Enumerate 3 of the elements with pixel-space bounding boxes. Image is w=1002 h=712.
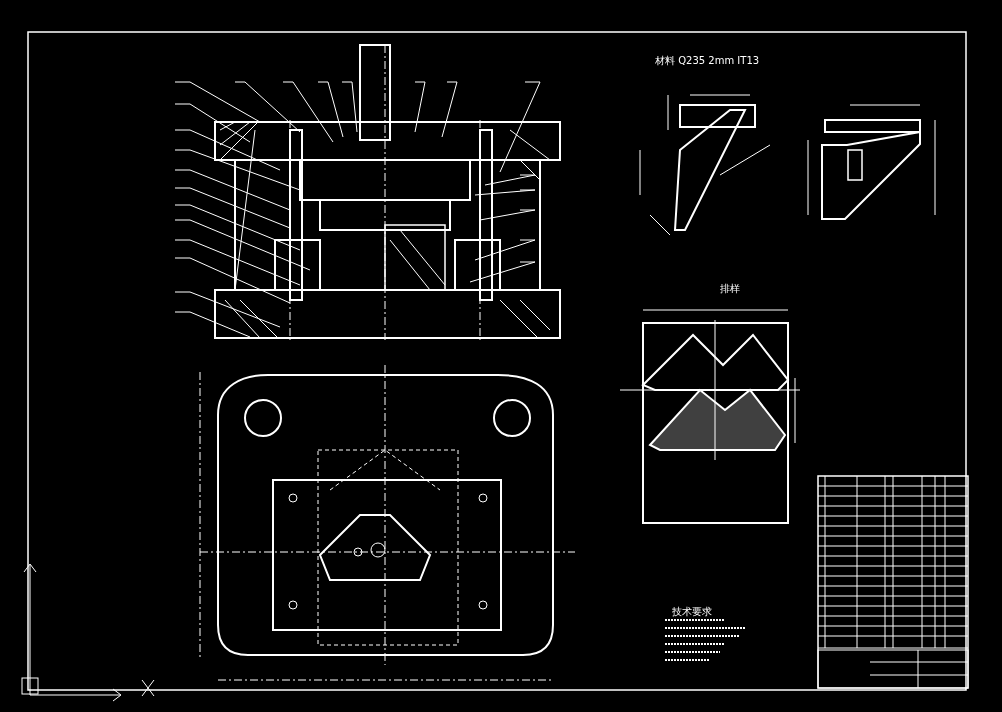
view-heading: 排样 [720, 283, 740, 295]
notes-heading: 技术要求 [672, 606, 712, 618]
material-note: 材料 Q235 2mm IT13 [655, 55, 760, 67]
